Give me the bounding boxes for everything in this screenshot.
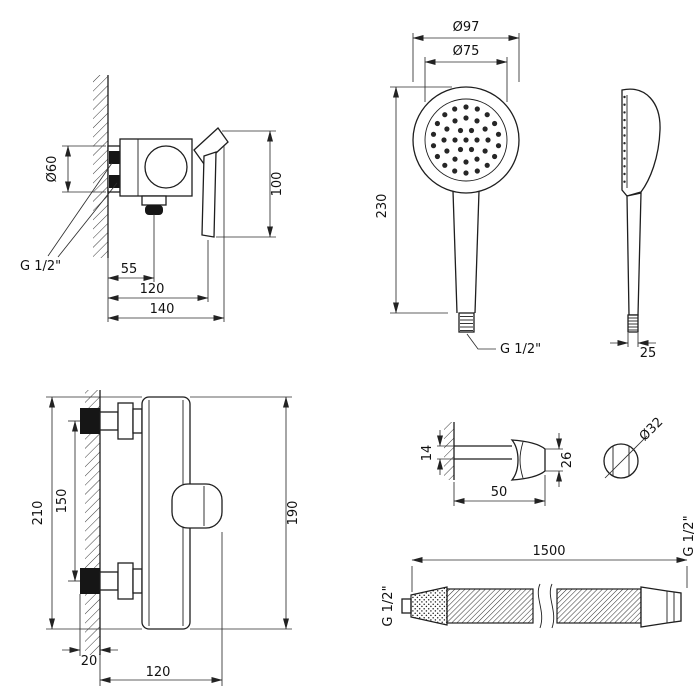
hose-nut-left [401, 598, 412, 614]
handle-knob-front [171, 483, 223, 529]
dim-shower-side-width-25: 25 [640, 346, 657, 361]
eccentric-top [99, 411, 119, 431]
label-mixer-thread: G 1/2" [20, 259, 61, 274]
shower-head-face [424, 98, 508, 182]
dim-front-150: 150 [55, 489, 70, 514]
thread-lines [460, 316, 473, 331]
dim-front-120: 120 [146, 665, 171, 680]
hose-fitting-right [640, 586, 682, 628]
view-hand-shower-front: Ø97 Ø75 230 G 1/2" [375, 20, 541, 357]
inlet-anchor-bottom [80, 568, 100, 594]
dim-mixer-120: 120 [140, 282, 165, 297]
thread-connector [458, 312, 475, 333]
dim-front-20: 20 [81, 654, 98, 669]
dim-front-190: 190 [286, 501, 301, 526]
hose-segment-a [446, 588, 534, 624]
flange-bottom [117, 562, 134, 600]
hose-cone-left [410, 586, 448, 626]
dim-holder-14: 14 [420, 445, 435, 462]
view-wall-holder: 14 26 50 Ø32 [420, 415, 666, 506]
handle-lever [201, 151, 217, 238]
dim-front-210: 210 [31, 501, 46, 526]
holder-ring [603, 443, 639, 479]
dim-mixer-flange-diameter: Ø60 [45, 156, 60, 183]
label-hose-thread-right: G 1/2" [682, 515, 697, 556]
dim-holder-ring-diameter: Ø32 [637, 415, 667, 445]
shower-head-side [621, 88, 661, 197]
inlet-seal-top [109, 151, 122, 164]
wall-hatch [93, 75, 108, 258]
diverter-base [141, 195, 167, 206]
thread-connector-side [627, 314, 639, 333]
nozzle-dots-side [623, 95, 626, 183]
cartridge-circle [144, 145, 188, 189]
label-shower-thread: G 1/2" [500, 342, 541, 357]
handle-cap [193, 127, 229, 165]
hose-segment-b [556, 588, 642, 624]
dim-hose-1500: 1500 [532, 544, 565, 559]
handle-edge-left [452, 190, 458, 314]
view-mixer-front: 210 150 190 20 120 [31, 390, 301, 686]
diverter-knob [145, 205, 163, 215]
view-hose: 1500 G 1/2" G 1/2" [381, 515, 697, 629]
dim-shower-outer-diameter: Ø97 [453, 20, 480, 35]
hose-break-line [537, 583, 543, 629]
flange-top [117, 402, 134, 440]
handle-side [626, 192, 642, 316]
dim-shower-length-230: 230 [375, 194, 390, 219]
view-hand-shower-side: 25 [610, 88, 661, 361]
dim-holder-50: 50 [491, 485, 508, 500]
spray-nozzles [430, 104, 502, 176]
eccentric-bottom [99, 571, 119, 591]
wall-hatch-holder [444, 422, 454, 480]
inlet-seal-bottom [109, 175, 122, 188]
dim-holder-26: 26 [560, 452, 575, 469]
holder-cup [510, 439, 546, 481]
dim-shower-face-diameter: Ø75 [453, 44, 480, 59]
hose-break-line [549, 583, 555, 629]
label-hose-thread-left: G 1/2" [381, 585, 396, 626]
dim-mixer-height-100: 100 [270, 172, 285, 197]
handle-edge-right [474, 190, 480, 314]
inlet-anchor-top [80, 408, 100, 434]
view-mixer-side: Ø60 G 1/2" 100 55 120 140 [20, 75, 285, 322]
dim-mixer-140: 140 [150, 302, 175, 317]
dim-mixer-55: 55 [121, 262, 138, 277]
